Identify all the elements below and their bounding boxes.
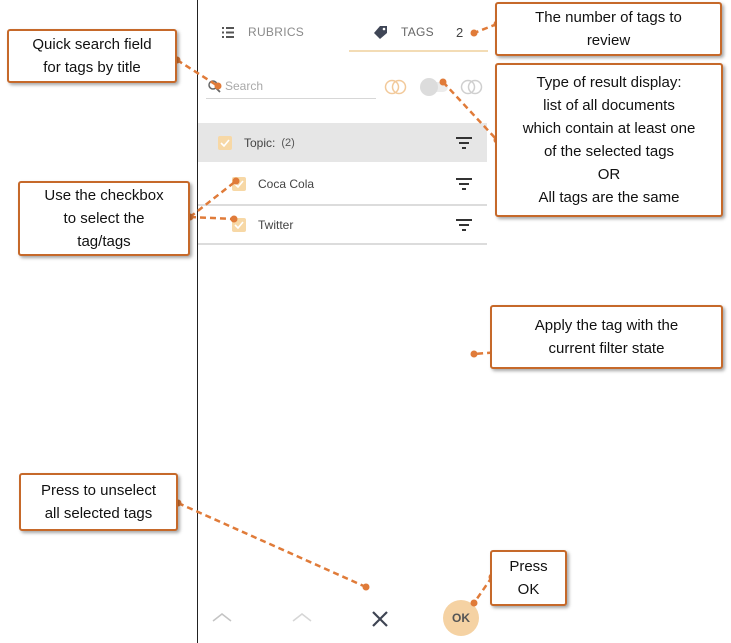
callout-search: Quick search field for tags by title — [7, 29, 177, 83]
display-mode-toggle[interactable] — [420, 78, 450, 96]
search-icon — [208, 79, 221, 93]
group-label: Topic: — [244, 135, 276, 150]
filter-icon[interactable] — [456, 136, 472, 149]
tag-checkbox[interactable] — [232, 217, 246, 232]
tags-count-badge: 2 — [455, 24, 464, 40]
chevron-up-icon[interactable] — [292, 612, 312, 622]
chevron-up-icon[interactable] — [212, 612, 232, 622]
ok-button[interactable]: OK — [443, 600, 479, 636]
tag-label: Coca Cola — [258, 176, 315, 191]
callout-ok: Press OK — [490, 550, 567, 606]
tab-tags[interactable]: TAGS 2 — [374, 22, 464, 42]
callout-apply: Apply the tag with the current filter st… — [490, 305, 723, 369]
tab-tags-label: TAGS — [401, 25, 434, 39]
callout-checkbox: Use the checkbox to select the tag/tags — [18, 181, 190, 256]
tag-search — [206, 74, 376, 99]
circles-outline-icon[interactable] — [460, 79, 484, 100]
list-icon — [222, 26, 234, 38]
tag-group-row[interactable]: Topic: (2) — [198, 123, 487, 162]
tag-label: Twitter — [258, 217, 294, 232]
tag-row[interactable]: Twitter — [198, 206, 487, 245]
callout-display-mode: Type of result display: list of all docu… — [495, 63, 723, 217]
callout-unselect: Press to unselect all selected tags — [19, 473, 178, 531]
tab-rubrics-label: RUBRICS — [248, 25, 305, 39]
active-tab-indicator — [349, 50, 488, 52]
bottom-toolbar: OK — [198, 585, 487, 643]
panel-divider — [197, 0, 198, 643]
filter-icon[interactable] — [456, 177, 472, 190]
tag-checkbox[interactable] — [232, 176, 246, 191]
callout-tag-count: The number of tags to review — [495, 2, 722, 56]
search-input[interactable] — [225, 79, 365, 93]
tag-icon — [374, 25, 387, 39]
toggle-knob — [420, 78, 438, 96]
close-icon[interactable] — [371, 610, 389, 628]
group-count: (2) — [281, 136, 295, 149]
tab-rubrics[interactable]: RUBRICS — [222, 22, 304, 42]
filter-icon[interactable] — [456, 218, 472, 231]
group-checkbox[interactable] — [218, 135, 232, 150]
overlap-circles-icon[interactable] — [384, 79, 408, 100]
tag-row[interactable]: Coca Cola — [198, 163, 487, 206]
